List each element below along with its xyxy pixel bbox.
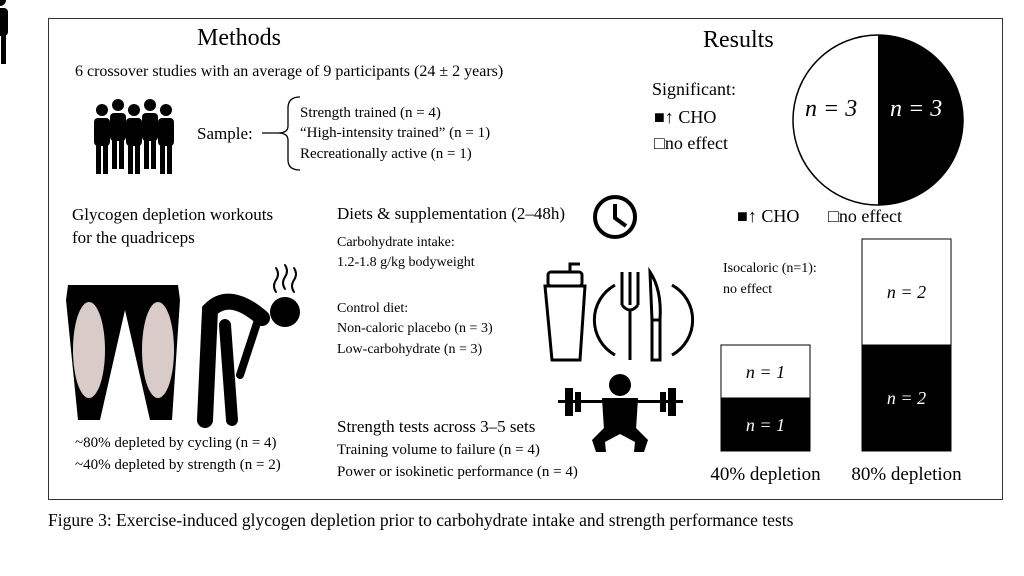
sample-label: Sample: xyxy=(197,124,253,143)
bar-segment-no-effect xyxy=(720,344,811,399)
bar-legend-no-effect: □no effect xyxy=(828,206,903,226)
results-title: Results xyxy=(703,27,774,53)
sample-item: Strength trained (n = 4) xyxy=(300,105,441,121)
bar-legend-cho: ■↑ CHO xyxy=(737,206,800,226)
legend-cho: ■↑ CHO xyxy=(654,107,717,127)
people-icon xyxy=(0,0,174,174)
legend-no-effect: □no effect xyxy=(654,133,729,153)
barbell-squat-icon xyxy=(558,374,683,452)
tests-item: Power or isokinetic performance (n = 4) xyxy=(337,464,578,480)
methods-title: Methods xyxy=(197,25,281,51)
bar-label-cho: n = 2 xyxy=(886,388,927,408)
tests-item: Training volume to failure (n = 4) xyxy=(337,442,540,458)
bar-label-cho: n = 1 xyxy=(745,414,786,435)
bar-segment-cho xyxy=(720,397,811,452)
pie-slice-cho xyxy=(878,35,963,205)
cho-label: Carbohydrate intake: xyxy=(337,235,455,250)
diets-title: Diets & supplementation (2–48h) xyxy=(337,204,566,223)
control-label: Control diet: xyxy=(337,301,409,316)
figure-frame xyxy=(48,18,1003,500)
bar-label-no-effect: n = 1 xyxy=(745,361,786,382)
significant-label: Significant: xyxy=(652,79,736,99)
empty-square-icon: □ xyxy=(828,206,839,226)
tests-title: Strength tests across 3–5 sets xyxy=(337,417,536,436)
workouts-title-2: for the quadriceps xyxy=(72,228,195,247)
brace xyxy=(262,96,301,171)
methods-summary: 6 crossover studies with an average of 9… xyxy=(75,63,504,80)
bar-category-label: 40% depletion xyxy=(710,464,821,485)
pie-label-cho: n = 3 xyxy=(890,96,943,122)
bar-segment-no-effect xyxy=(861,238,952,346)
sample-item: “High-intensity trained” (n = 1) xyxy=(300,125,491,141)
empty-square-icon: □ xyxy=(654,133,665,153)
isocaloric-label: Isocaloric (n=1): xyxy=(723,261,817,276)
bar-segment-cho xyxy=(861,344,952,452)
clock-icon xyxy=(593,195,637,239)
workouts-title: Glycogen depletion workouts xyxy=(72,205,274,224)
cho-value: 1.2-1.8 g/kg bodyweight xyxy=(337,255,475,270)
filled-square-icon: ■ xyxy=(654,107,665,127)
plate-cutlery-icon xyxy=(592,266,695,362)
shaker-bottle-icon xyxy=(543,262,587,362)
control-item: Non-caloric placebo (n = 3) xyxy=(337,321,493,336)
figure-caption: Figure 3: Exercise-induced glycogen depl… xyxy=(48,510,794,530)
sample-item: Recreationally active (n = 1) xyxy=(300,146,472,162)
depletion-item: ~80% depleted by cycling (n = 4) xyxy=(75,435,277,451)
legs-muscle-icon xyxy=(66,285,180,420)
depletion-item: ~40% depleted by strength (n = 2) xyxy=(75,457,281,473)
pie-label-no-effect: n = 3 xyxy=(805,96,858,122)
control-item: Low-carbohydrate (n = 3) xyxy=(337,342,483,357)
exhausted-person-icon xyxy=(197,264,300,428)
filled-square-icon: ■ xyxy=(737,206,748,226)
results-bars xyxy=(720,238,952,452)
isocaloric-result: no effect xyxy=(723,282,773,297)
bar-label-no-effect: n = 2 xyxy=(886,282,927,302)
bar-category-label: 80% depletion xyxy=(851,464,962,485)
pie-slice-no-effect xyxy=(793,35,878,205)
results-pie xyxy=(792,34,964,206)
